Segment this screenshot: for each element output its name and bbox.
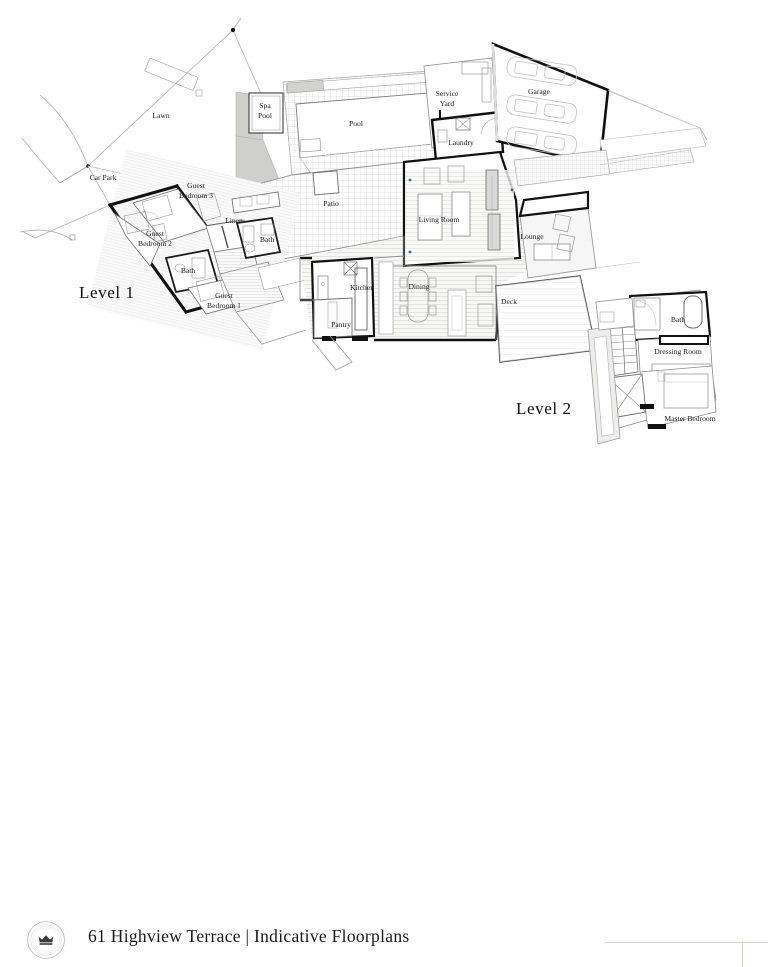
armchair-icon (423, 167, 441, 185)
patio-feature (312, 170, 340, 196)
label-patio: Patio (323, 199, 339, 208)
vanity-icon (260, 223, 275, 236)
label-service-yard-line1: Service (436, 89, 459, 98)
dining (399, 269, 494, 337)
pool-steps (299, 138, 322, 153)
sofa-icon (417, 193, 443, 241)
master-bedroom (639, 365, 717, 429)
laundry-tub-icon (437, 129, 448, 143)
robe-run (659, 335, 709, 345)
label-service-yard-line2: Yard (440, 99, 455, 108)
label-master-bedroom: Master Bedroom (664, 414, 715, 423)
pool-terrace (235, 91, 284, 191)
level-2-plan (587, 289, 717, 445)
floorplan-drawing: Lawn Car Park Guest Bedroom 3 Guest Bedr… (19, 17, 717, 445)
label-living-room: Living Room (419, 215, 460, 224)
car-outlines (506, 56, 578, 156)
footer: 61 Highview Terrace | Indicative Floorpl… (0, 455, 768, 967)
label-guest-bedroom-3-line2: Bedroom 3 (179, 191, 213, 200)
label-lawn: Lawn (152, 111, 169, 120)
bed-icon (663, 373, 709, 409)
footer-rule-tick (742, 942, 743, 967)
pantry-walls (313, 297, 353, 339)
crown-icon (38, 935, 54, 945)
label-guest-bedroom-1-line1: Guest (215, 291, 234, 300)
label-car-park: Car Park (90, 173, 117, 182)
lounge (518, 190, 597, 279)
sideboard-icon (447, 289, 467, 337)
shower-icon (191, 257, 206, 279)
wing-corridor (219, 257, 307, 313)
label-deck: Deck (501, 297, 517, 306)
crown-seal-logo (27, 921, 65, 959)
basin-icon (635, 299, 646, 308)
label-laundry: Laundry (448, 138, 474, 147)
label-dining: Dining (408, 282, 429, 291)
label-lounge: Lounge (520, 232, 544, 241)
bed-icon (195, 275, 225, 302)
floorplan-page: Lawn Car Park Guest Bedroom 3 Guest Bedr… (0, 17, 768, 967)
living-room (402, 150, 522, 268)
shower-icon (242, 225, 255, 243)
armchair-icon (552, 213, 572, 233)
label-garage: Garage (528, 87, 551, 96)
armchair-icon (477, 303, 494, 327)
level2-landing (595, 297, 635, 331)
label-pantry: Pantry (331, 320, 351, 329)
bathtub-icon (683, 295, 703, 329)
footer-rule (605, 942, 768, 943)
label-linen: Linen (225, 216, 243, 225)
label-dressing-room: Dressing Room (654, 347, 702, 356)
site-posts (69, 27, 236, 241)
pantry (313, 297, 368, 341)
lower-court (235, 311, 353, 371)
main-house-walls-light (299, 236, 497, 340)
level2-balcony (587, 325, 621, 445)
bed-icon (123, 211, 150, 234)
armchair-icon (475, 275, 493, 293)
label-guest-bedroom-2-line1: Guest (146, 229, 165, 238)
label-spa-pool-line1: Spa (259, 101, 271, 110)
basin-icon (244, 243, 256, 253)
shower-icon (633, 297, 661, 331)
garage-apron (513, 127, 707, 187)
guest-bedroom-2 (113, 211, 168, 267)
basin-icon (174, 263, 186, 273)
label-guest-bedroom-1-line2: Bedroom 1 (207, 301, 241, 310)
laundry-appliance-icon (455, 117, 471, 131)
bath-guest-wing (231, 191, 282, 260)
deck (495, 275, 597, 363)
dining-table-icon (399, 269, 437, 323)
joinery-run (378, 261, 394, 335)
label-guest-bedroom-3-line1: Guest (187, 181, 206, 190)
armchair-icon (447, 165, 465, 183)
room-labels: Lawn Car Park Guest Bedroom 3 Guest Bedr… (90, 87, 716, 423)
level-2-label: Level 2 (516, 399, 572, 418)
label-bath-wing: Bath (260, 235, 275, 244)
level-1-label: Level 1 (79, 283, 135, 302)
label-pool: Pool (349, 119, 363, 128)
label-bath-level2: Bath (671, 315, 686, 324)
label-guest-bedroom-2-line2: Bedroom 2 (138, 239, 172, 248)
kitchen-island (354, 267, 368, 331)
label-kitchen: Kitchen (350, 283, 374, 292)
garage (480, 42, 610, 167)
label-bath-hall: Bath (181, 266, 196, 275)
eave-lines (595, 89, 701, 269)
armchair-icon (556, 233, 576, 253)
page-title: 61 Highview Terrace | Indicative Floorpl… (88, 926, 410, 946)
label-spa-pool-line2: Pool (258, 111, 272, 120)
